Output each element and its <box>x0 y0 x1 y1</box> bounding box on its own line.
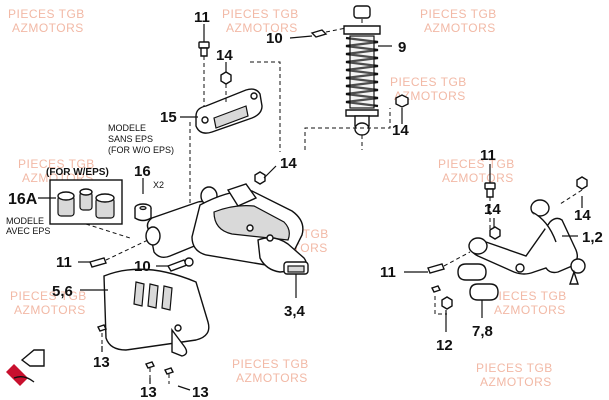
callout-11-left: 11 <box>56 254 72 271</box>
watermark-text: AZMOTORS <box>480 375 552 389</box>
callout-12: 12 <box>436 337 453 354</box>
watermark-text: AZMOTORS <box>442 171 514 185</box>
callout-1-2: 1,2 <box>582 229 603 246</box>
callout-5-6: 5,6 <box>52 283 73 300</box>
callout-10-mid: 10 <box>134 258 151 275</box>
watermark-text: PIECES TGB <box>420 7 497 21</box>
callout-15: 15 <box>160 109 177 126</box>
watermark-text: AZMOTORS <box>236 371 308 385</box>
quantity-x2: X2 <box>153 180 164 190</box>
callout-13-bottom-a: 13 <box>140 384 157 400</box>
watermark-text: AZMOTORS <box>226 21 298 35</box>
callout-11-right-top: 11 <box>480 147 496 164</box>
bolt-11-right-mid <box>427 251 471 274</box>
watermark-text: PIECES TGB <box>18 157 95 171</box>
watermark-text: PIECES TGB <box>232 357 309 371</box>
bolt-11-top <box>198 41 210 108</box>
screw-13-bottom-a <box>145 361 155 378</box>
callout-11-right-mid: 11 <box>380 264 396 281</box>
watermark-text: AZMOTORS <box>12 21 84 35</box>
callout-16a: 16A <box>8 191 38 208</box>
callout-3-4: 3,4 <box>284 303 306 320</box>
nut-14-bracket <box>220 71 232 85</box>
nut-14-right-a <box>489 226 501 240</box>
callout-10-top: 10 <box>266 30 283 47</box>
note-sans-eps-3: (FOR W/O EPS) <box>108 145 174 155</box>
nut-14-right-b <box>559 176 588 205</box>
callout-16: 16 <box>134 163 151 180</box>
bolt-11-left <box>89 239 149 268</box>
bolt-10-mid <box>166 257 194 272</box>
callout-13-bottom-b: 13 <box>192 384 209 400</box>
upper-a-arm-right <box>468 199 586 285</box>
lower-a-arm <box>145 183 309 275</box>
screw-13-left <box>97 324 107 346</box>
nut-14-arm <box>254 171 266 185</box>
eps-logo <box>6 349 45 386</box>
screw-13-bottom-b <box>164 367 174 384</box>
note-avec-eps-2: AVEC EPS <box>6 226 50 236</box>
eps-inset <box>49 179 131 239</box>
note-sans-eps-1: MODELE <box>108 123 146 133</box>
callout-14-right-b: 14 <box>574 207 591 224</box>
watermark-text: AZMOTORS <box>494 303 566 317</box>
callout-14-arm: 14 <box>280 155 297 172</box>
note-avec-eps-1: MODELE <box>6 216 44 226</box>
callout-14-right-a: 14 <box>484 201 501 218</box>
bushing-16 <box>134 203 152 222</box>
skid-plate <box>103 268 210 357</box>
watermark-text: PIECES TGB <box>438 157 515 171</box>
callout-9: 9 <box>398 39 406 56</box>
callout-13-left: 13 <box>93 354 110 371</box>
watermark-text: PIECES TGB <box>8 7 85 21</box>
watermark-text: PIECES TGB <box>222 7 299 21</box>
callout-14-shock: 14 <box>392 122 409 139</box>
bolt-12 <box>431 285 453 315</box>
note-sans-eps-2: SANS EPS <box>108 134 153 144</box>
bracket-15 <box>195 84 263 134</box>
bushing-7-8 <box>457 263 499 301</box>
watermark-text: AZMOTORS <box>14 303 86 317</box>
leader-lines <box>38 24 583 391</box>
watermark-text: PIECES TGB <box>10 289 87 303</box>
watermark-text: PIECES TGB <box>490 289 567 303</box>
callout-11-top: 11 <box>194 9 210 26</box>
watermark-text: PIECES TGB <box>476 361 553 375</box>
bolt-10-top <box>310 27 347 38</box>
watermark-text: AZMOTORS <box>424 21 496 35</box>
shock-absorber <box>343 5 381 150</box>
watermark-text: AZMOTORS <box>394 89 466 103</box>
watermark-text: PIECES TGB <box>390 75 467 89</box>
callout-14-bracket: 14 <box>216 47 233 64</box>
note-with-eps: (FOR W/EPS) <box>46 167 109 178</box>
callout-7-8: 7,8 <box>472 323 493 340</box>
